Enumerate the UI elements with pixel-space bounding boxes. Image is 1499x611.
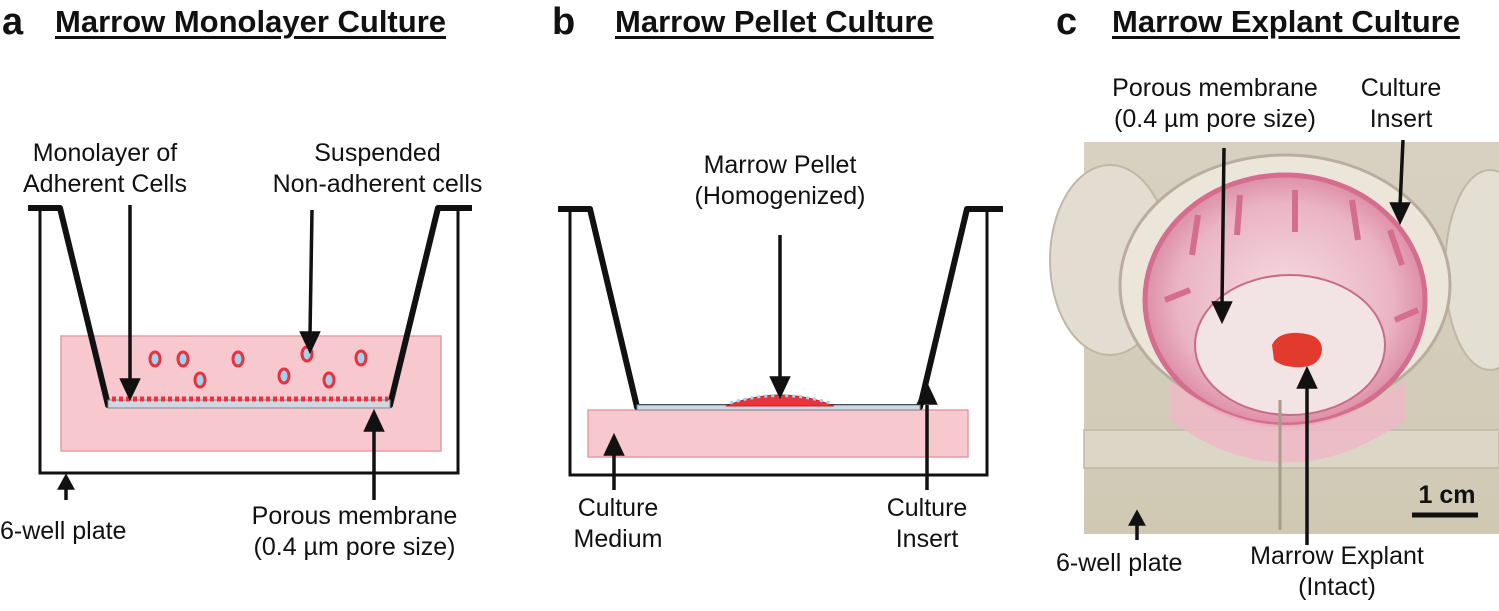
pellet-diagram xyxy=(558,206,1003,490)
label-well-plate-a: 6-well plate xyxy=(0,517,127,545)
monolayer-diagram xyxy=(28,205,472,500)
panel-letter-b: b xyxy=(552,1,576,43)
well-plate-outline xyxy=(38,210,460,475)
label-marrow-pellet: Marrow Pellet (Homogenized) xyxy=(694,151,866,210)
panel-title-b: Marrow Pellet Culture xyxy=(615,4,934,39)
explant-photo xyxy=(1049,139,1499,545)
culture-medium xyxy=(587,409,969,458)
label-porous-membrane-a: Porous membrane (0.4 µm pore size) xyxy=(251,502,458,561)
label-porous-membrane-c: Porous membrane (0.4 µm pore size) xyxy=(1112,74,1318,133)
panel-letter-a: a xyxy=(2,1,24,43)
panel-title-a: Marrow Monolayer Culture xyxy=(55,4,446,39)
label-scale-bar: 1 cm xyxy=(1418,481,1476,509)
panel-pellet: b Marrow Pellet Culture Marrow Pellet (H… xyxy=(530,0,1003,611)
panel-title-c: Marrow Explant Culture xyxy=(1112,4,1460,39)
label-well-plate-c: 6-well plate xyxy=(1056,549,1183,577)
culture-medium xyxy=(60,335,442,452)
panel-explant: c Marrow Explant Culture xyxy=(1040,0,1499,611)
label-culture-medium: Culture Medium xyxy=(573,494,663,553)
marrow-explant xyxy=(1272,332,1322,368)
label-monolayer-cells: Monolayer of Adherent Cells xyxy=(23,139,187,198)
panel-letter-c: c xyxy=(1056,1,1078,43)
label-culture-insert-c: Culture Insert xyxy=(1360,74,1442,133)
well-plate-outline xyxy=(568,210,989,477)
panel-monolayer: a Marrow Monolayer Culture xyxy=(0,0,500,611)
label-culture-insert-b: Culture Insert xyxy=(886,494,968,553)
label-suspended-cells: Suspended Non-adherent cells xyxy=(272,139,483,198)
label-marrow-explant: Marrow Explant (Intact) xyxy=(1250,542,1424,601)
